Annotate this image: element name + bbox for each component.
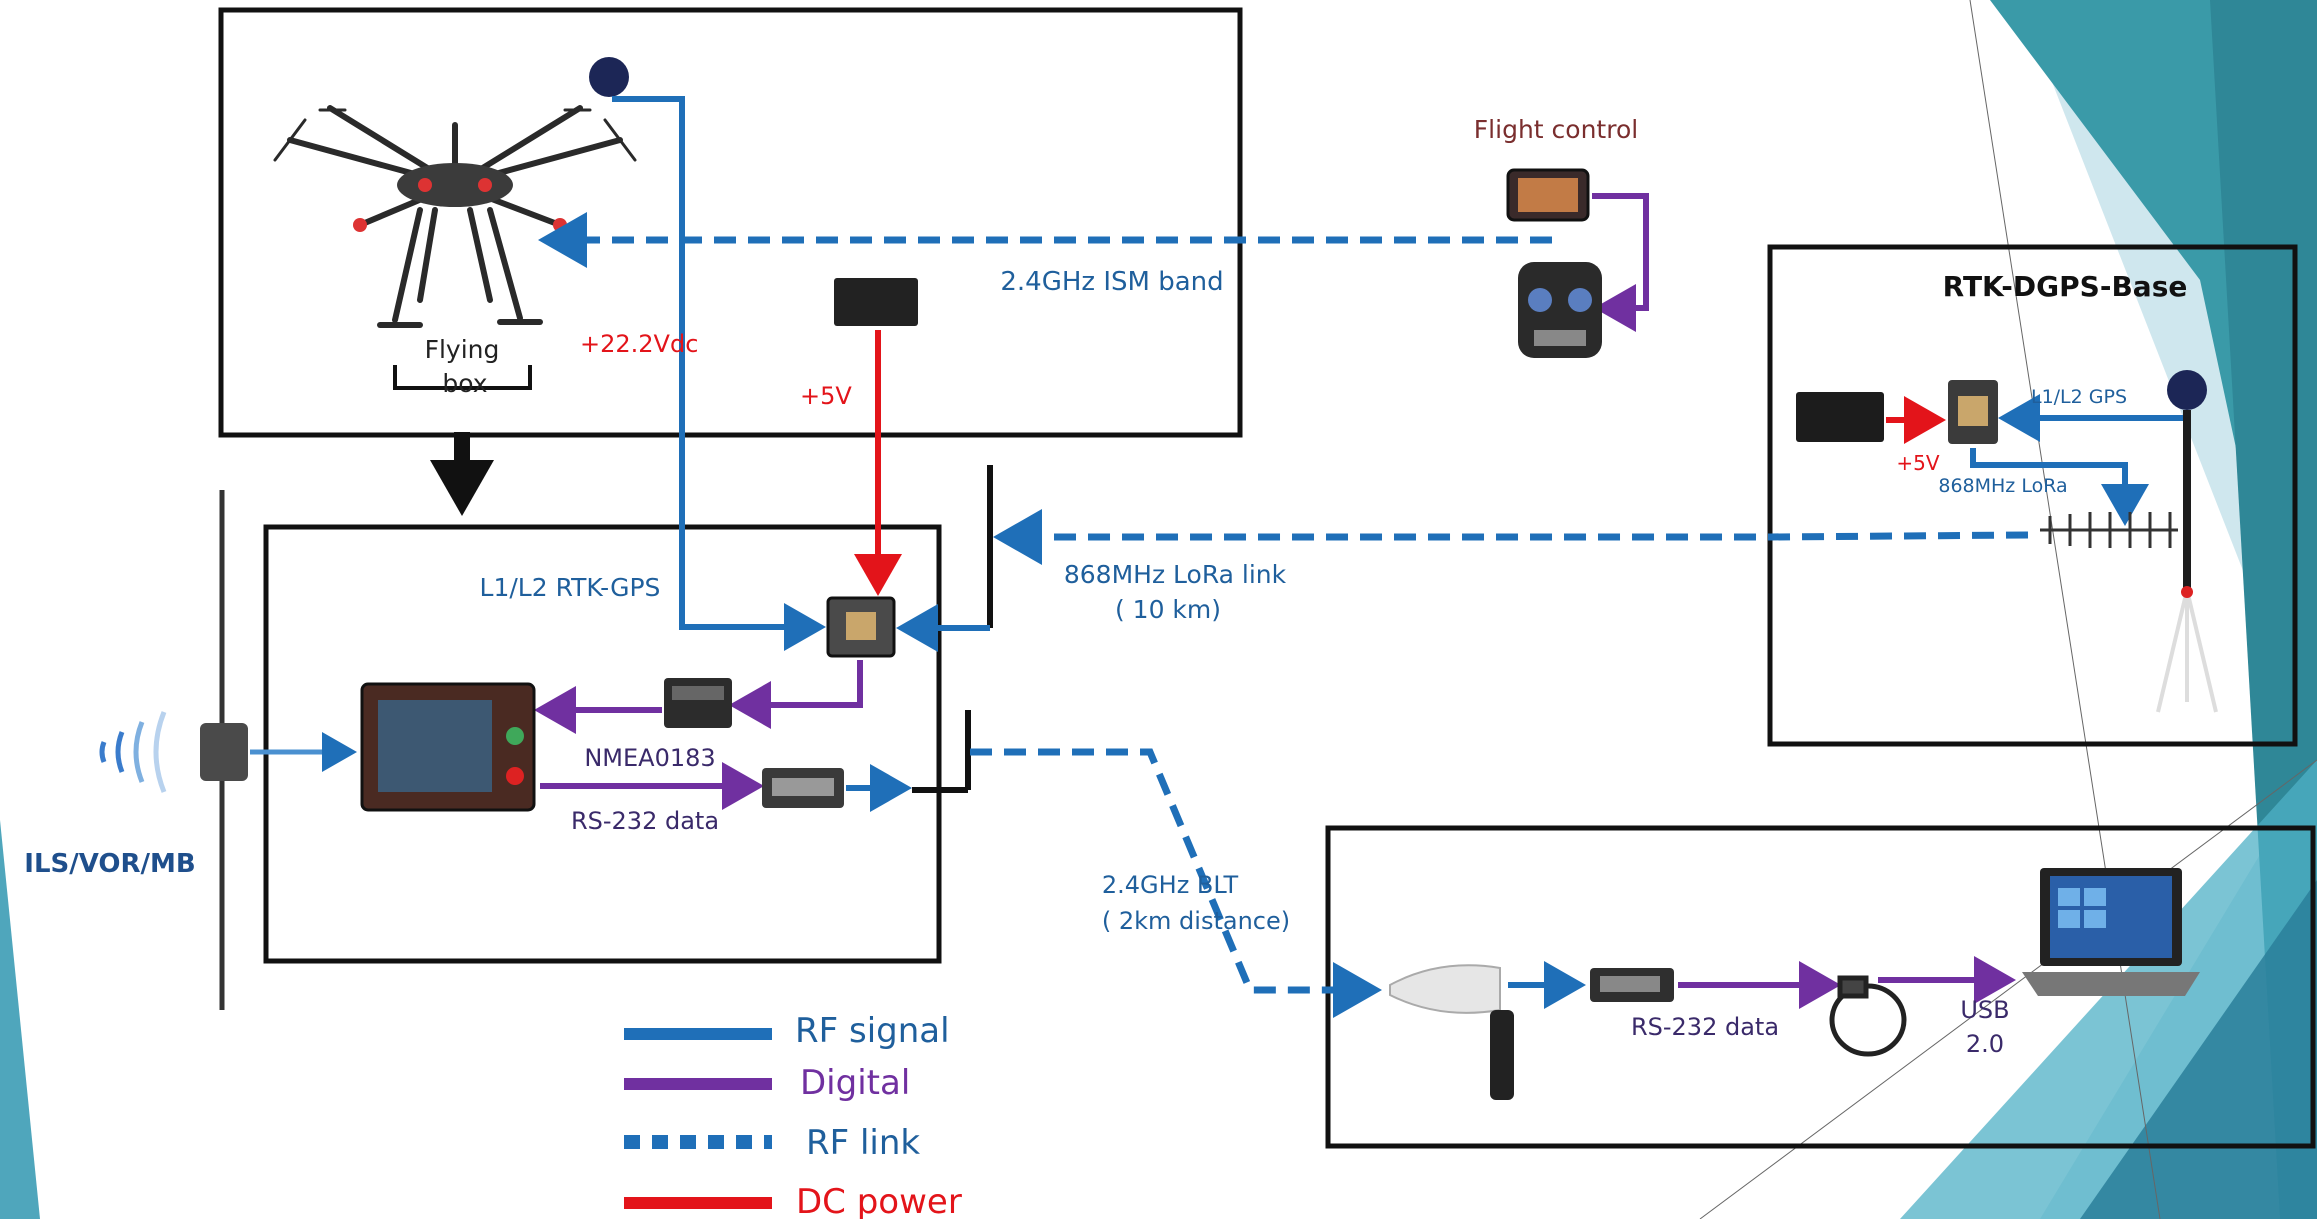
- voltage-5-label: +5V: [800, 382, 852, 410]
- lora-link-label: 868MHz LoRa link: [1064, 560, 1287, 589]
- base-gps-label: L1/L2 GPS: [2031, 386, 2127, 408]
- rs232-right-label: RS-232 data: [1631, 1013, 1779, 1041]
- yagi-antenna-icon: [2040, 512, 2178, 548]
- flying-box-label-2: box: [442, 369, 487, 398]
- voltage-22-label: +22.2Vdc: [580, 330, 698, 358]
- flying-box-label-1: Flying: [425, 335, 500, 364]
- gps-antenna-icon: [589, 57, 629, 97]
- ils-label: ILS/VOR/MB: [24, 849, 195, 879]
- gps-to-nmea-line: [735, 660, 860, 705]
- base-5v-label: +5V: [1896, 451, 1939, 475]
- nmea-converter-icon: [664, 678, 732, 728]
- ism-band-label: 2.4GHz ISM band: [1000, 267, 1223, 297]
- legend-rf-link-label: RF link: [806, 1123, 920, 1163]
- base-gps-antenna-icon: [2167, 370, 2207, 410]
- flying-unit-box: [221, 10, 1240, 435]
- lora-link: [1000, 535, 2028, 537]
- drone-image: [275, 108, 635, 325]
- antenna-handle-icon: [1490, 1010, 1514, 1100]
- base-lora-label: 868MHz LoRa: [1938, 475, 2067, 497]
- legend-dc-power-label: DC power: [796, 1182, 962, 1219]
- rtk-gps-label: L1/L2 RTK-GPS: [480, 573, 661, 602]
- lora-range-label: ( 10 km): [1115, 595, 1221, 624]
- laptop-icon: [2022, 868, 2200, 996]
- usb-label-1: USB: [1960, 996, 2009, 1024]
- legend-rf-signal-label: RF signal: [795, 1011, 950, 1051]
- tripod-icon: [2158, 590, 2216, 712]
- flight-control-label: Flight control: [1474, 115, 1638, 144]
- drone-body-icon: [397, 163, 513, 207]
- power-module-icon: [834, 278, 918, 326]
- blt-label: 2.4GHz BLT: [1102, 871, 1239, 899]
- bt-antenna-icon: [1390, 965, 1500, 1013]
- legend-digital-label: Digital: [800, 1063, 910, 1103]
- legend: RF signal Digital RF link DC power: [624, 1011, 962, 1219]
- nmea-label: NMEA0183: [584, 744, 715, 772]
- base-power-module-icon: [1796, 392, 1884, 442]
- blt-range-label: ( 2km distance): [1102, 907, 1290, 935]
- ils-receiver-icon: [200, 723, 248, 781]
- gps-rf-line: [612, 99, 820, 627]
- radio-waves-icon: [102, 712, 164, 792]
- rtk-base-title: RTK-DGPS-Base: [1943, 270, 2188, 303]
- usb-label-2: 2.0: [1966, 1030, 2004, 1058]
- rs232-left-label: RS-232 data: [571, 807, 719, 835]
- usb-cable-icon: [1832, 978, 1904, 1054]
